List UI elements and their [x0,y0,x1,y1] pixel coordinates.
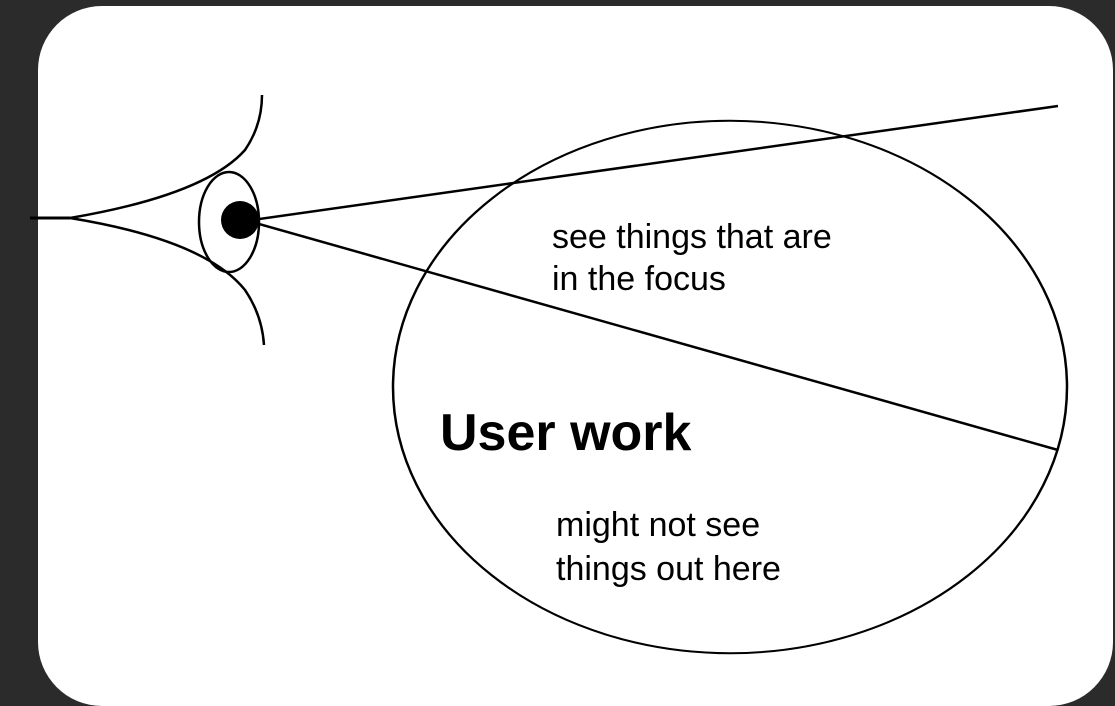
focus-note-line-1: see things that are [552,218,832,256]
focus-note-line-2: in the focus [552,260,726,298]
outside-note-line-2: things out here [556,550,781,588]
eye-icon [30,95,264,345]
upper-sight-line [252,106,1058,220]
user-work-label: User work [440,404,692,462]
user-focus-diagram: see things that are in the focus User wo… [0,0,1115,674]
outside-note-line-1: might not see [556,506,760,544]
